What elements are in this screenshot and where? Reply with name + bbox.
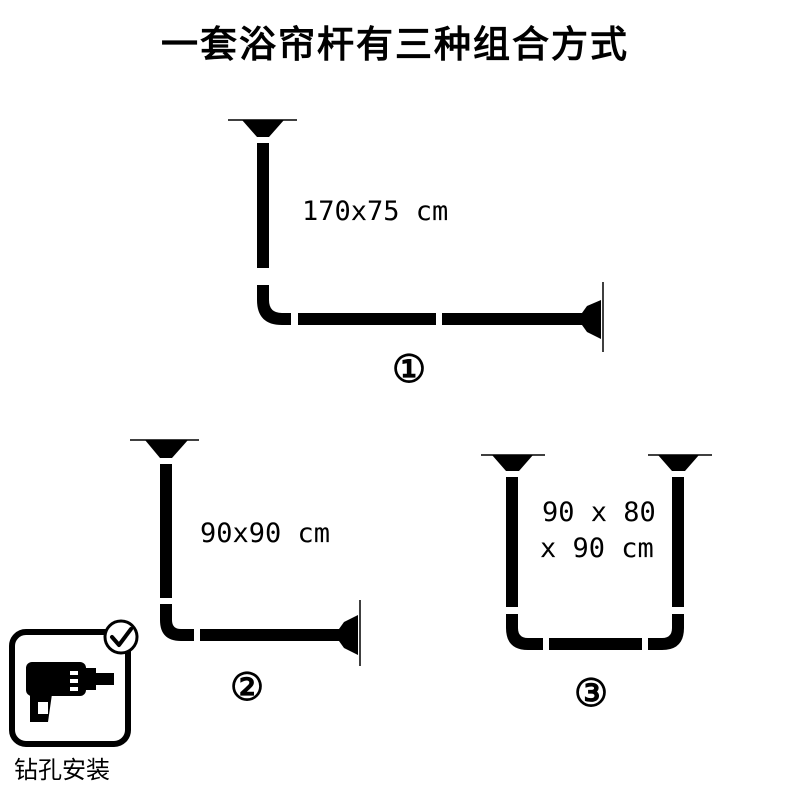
- config-1-label: ①: [392, 346, 426, 391]
- ceiling-flange: [242, 120, 284, 137]
- drill-install-badge: [9, 619, 139, 747]
- page-title: 一套浴帘杆有三种组合方式: [161, 22, 629, 66]
- rod-elbow: [648, 614, 684, 650]
- badge-label: 钻孔安装: [14, 756, 110, 784]
- ceiling-flange: [492, 455, 533, 471]
- drill-icon: [26, 662, 114, 722]
- ceiling-flange: [145, 440, 188, 458]
- wall-flange: [339, 615, 358, 655]
- rod-segment: [672, 477, 684, 607]
- config-3-label: ③: [574, 670, 608, 715]
- rod-segment: [200, 629, 339, 641]
- config-3-dimension-line-1: 90 x 80: [542, 497, 656, 528]
- config-1-rod: [228, 119, 604, 352]
- rod-segment: [160, 464, 172, 598]
- wall-flange: [582, 300, 601, 339]
- rod-segment: [549, 638, 642, 650]
- config-3-dimension-line-2: x 90 cm: [540, 533, 654, 564]
- checkmark-icon: [103, 619, 139, 655]
- ceiling-flange: [658, 455, 699, 471]
- rod-segment: [442, 313, 582, 325]
- config-2-dimension: 90x90 cm: [200, 518, 330, 549]
- rod-elbow: [506, 614, 543, 650]
- rod-segment: [257, 143, 269, 268]
- config-1-dimension: 170x75 cm: [302, 196, 448, 227]
- rod-elbow: [257, 285, 291, 325]
- config-2-rod: [130, 439, 361, 666]
- rod-segment: [506, 477, 518, 607]
- rod-elbow: [160, 604, 194, 641]
- rod-segment: [298, 313, 436, 325]
- config-2-label: ②: [230, 664, 264, 709]
- config-3-rod: [481, 454, 712, 650]
